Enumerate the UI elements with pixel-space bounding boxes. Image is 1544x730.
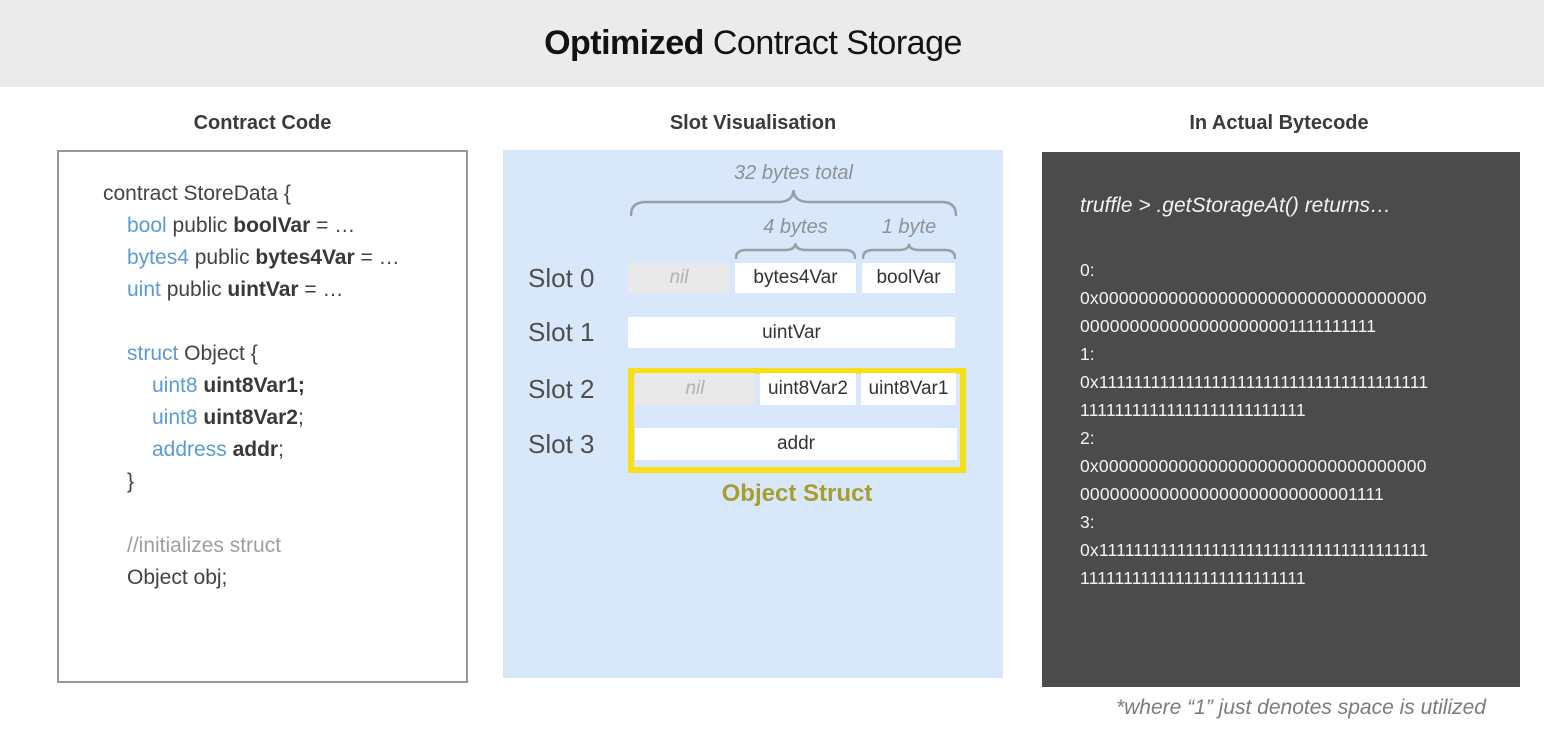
code-segment-kw: bytes4 [127, 246, 189, 269]
page-title-rest: Contract Storage [703, 24, 963, 62]
page-title: Optimized Contract Storage [544, 24, 962, 63]
slot-cell-uint8Var2: uint8Var2 [760, 373, 856, 405]
slot-label-0: Slot 0 [528, 262, 595, 293]
brace-32-bytes-icon [630, 189, 957, 216]
code-segment-plain: contract StoreData { [103, 182, 291, 205]
slot-cell-uintVar: uintVar [628, 317, 955, 348]
slot-label-1: Slot 1 [528, 317, 595, 347]
bytecode-slot-value: 0x00000000000000000000000000000000000000… [1080, 456, 1427, 504]
slot-label-3: Slot 3 [528, 428, 595, 459]
object-struct-highlight-box [628, 368, 966, 473]
code-line: address addr; [103, 434, 458, 466]
footnote: *where “1” just denotes space is utilize… [1115, 696, 1486, 719]
code-segment-plain: Object obj; [127, 566, 228, 589]
code-segment-plain: ; [297, 406, 304, 429]
code-segment-kw: address [152, 438, 227, 461]
page-title-emphasis: Optimized [544, 24, 704, 62]
bytecode-entries: 0: 0x000000000000000000000000000000000000… [1080, 256, 1480, 592]
slot-cell-boolVar: boolVar [862, 263, 955, 293]
code-segment-plain: = … [298, 278, 344, 301]
code-segment-comment: //initializes struct [127, 534, 282, 557]
slot-cell-nil: nil [628, 263, 730, 293]
code-line: struct Object { [103, 338, 458, 370]
code-segment-bold: boolVar [233, 214, 311, 237]
code-segment-kw: bool [127, 214, 167, 237]
bytecode-panel: truffle > .getStorageAt() returns… 0: 0x0… [1042, 152, 1520, 687]
code-line [103, 306, 458, 338]
slot-cell-uint8Var1: uint8Var1 [861, 373, 956, 405]
code-segment-plain: public [188, 246, 256, 269]
code-line [103, 498, 458, 530]
code-line: //initializes struct [103, 530, 458, 562]
one-byte-label: 1 byte [881, 216, 937, 238]
code-segment-bold: bytes4Var [255, 246, 355, 269]
bytecode-slot-index: 2: [1080, 428, 1095, 448]
bytecode-heading: In Actual Bytecode [1189, 112, 1369, 134]
total-bytes-label: 32 bytes total [734, 162, 853, 184]
four-bytes-label: 4 bytes [763, 216, 828, 238]
bytecode-slot-value: 0x11111111111111111111111111111111111111… [1080, 372, 1429, 420]
slot-visualisation-heading: Slot Visualisation [669, 112, 837, 134]
code-line: uint8 uint8Var2; [103, 402, 458, 434]
slot-cell-bytes4Var: bytes4Var [735, 263, 856, 293]
slot-cell-nil: nil [635, 373, 755, 405]
code-segment-bold: uintVar [227, 278, 299, 301]
code-segment-bold: addr [232, 438, 279, 461]
bytecode-slot-index: 1: [1080, 344, 1095, 364]
contract-code-lines: contract StoreData { bool public boolVar … [103, 178, 458, 594]
code-line: bool public boolVar = … [103, 210, 458, 242]
code-segment-plain: } [127, 470, 135, 493]
bytecode-slot-index: 0: [1080, 260, 1095, 280]
code-line: contract StoreData { [103, 178, 458, 210]
truffle-prompt: truffle > .getStorageAt() returns… [1080, 194, 1392, 217]
bytecode-slot-value: 0x00000000000000000000000000000000000000… [1080, 288, 1427, 336]
code-segment-plain: public [166, 214, 234, 237]
header-band: Optimized Contract Storage [0, 0, 1544, 87]
code-line: } [103, 466, 458, 498]
code-segment-kw: uint8 [152, 406, 198, 429]
contract-code-panel: contract StoreData { bool public boolVar … [57, 150, 468, 683]
brace-1-byte-icon [862, 243, 956, 259]
code-segment-kw: struct [127, 342, 179, 365]
code-segment-plain: ; [278, 438, 284, 461]
code-segment-plain: public [160, 278, 228, 301]
code-line: uint public uintVar = … [103, 274, 458, 306]
contract-code-heading: Contract Code [193, 112, 332, 134]
code-line: uint8 uint8Var1; [103, 370, 458, 402]
code-line: Object obj; [103, 562, 458, 594]
slot-cell-addr: addr [635, 428, 957, 460]
code-segment-kw: uint [127, 278, 161, 301]
code-segment-bold: uint8Var1; [203, 374, 305, 397]
object-struct-label: Object Struct [721, 480, 873, 507]
code-line: bytes4 public bytes4Var = … [103, 242, 458, 274]
slot-label-2: Slot 2 [528, 373, 595, 404]
bytecode-slot-index: 3: [1080, 512, 1095, 532]
code-segment-bold: uint8Var2 [203, 406, 298, 429]
code-segment-plain: = … [310, 214, 356, 237]
code-segment-plain: Object { [178, 342, 258, 365]
brace-4-bytes-icon [735, 243, 856, 259]
code-segment-plain: = … [354, 246, 400, 269]
bytecode-slot-value: 0x11111111111111111111111111111111111111… [1080, 540, 1429, 588]
code-segment-kw: uint8 [152, 374, 198, 397]
